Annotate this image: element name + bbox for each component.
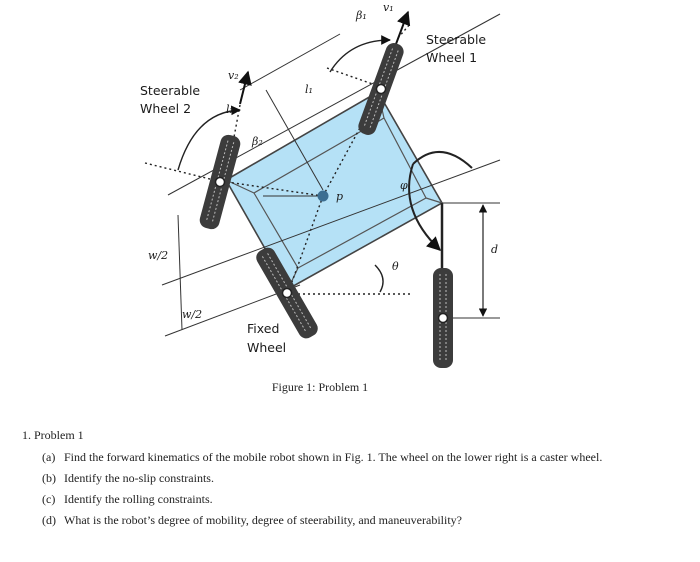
label-p: p: [336, 190, 343, 203]
problem-item: (b) Identify the no-slip constraints.: [42, 471, 652, 486]
label-steerable-wheel-2-line2: Wheel 2: [140, 101, 191, 116]
v1-arrow: [395, 10, 411, 45]
label-w2-lower: w/2: [182, 308, 202, 321]
problem-heading: 1. Problem 1: [22, 428, 84, 442]
phi-arc: [412, 150, 473, 169]
label-fixed-wheel-line1: Fixed: [247, 321, 279, 336]
item-mark: (d): [42, 513, 56, 527]
label-d: d: [491, 243, 498, 256]
dotted-line: [219, 180, 324, 197]
problem-list: (a) Find the forward kinematics of the m…: [22, 450, 652, 528]
body-edge: [425, 197, 443, 204]
robot-kinematics-figure: Steerable Wheel 1 Steerable Wheel 2 Fixe…: [140, 1, 501, 368]
phi-arc-2: [408, 163, 442, 251]
dimension-line: [265, 89, 324, 191]
label-phi: φ: [400, 179, 408, 192]
item-mark: (c): [42, 492, 56, 506]
dimension-line: [239, 33, 341, 91]
figure-caption: Figure 1: Problem 1: [271, 380, 369, 394]
fixed-wheel: [256, 247, 318, 339]
item-text: What is the robot’s degree of mobility, …: [64, 513, 462, 527]
dotted-line: [397, 23, 411, 39]
label-steerable-wheel-1-line2: Wheel 1: [426, 50, 477, 65]
label-theta: θ: [392, 260, 399, 273]
label-steerable-wheel-2-line1: Steerable: [140, 83, 200, 98]
item-mark: (b): [42, 471, 56, 485]
beta1-arc: [329, 35, 391, 73]
label-l1: l₁: [305, 83, 313, 96]
label-w2-upper: w/2: [148, 249, 168, 262]
steerable-wheel-1: [358, 43, 404, 135]
body-edge: [225, 179, 255, 194]
beta2-arc: [177, 105, 241, 171]
label-beta1: β₁: [355, 9, 367, 22]
label-l2: l₂: [226, 103, 234, 116]
theta-arc: [374, 264, 384, 293]
caster-wheel: [433, 268, 453, 368]
item-text: Identify the no-slip constraints.: [64, 471, 214, 485]
label-fixed-wheel-line2: Wheel: [247, 340, 286, 355]
label-v2: v₂: [228, 69, 239, 82]
problem-item: (d) What is the robot’s degree of mobili…: [42, 513, 652, 528]
problem-item: (c) Identify the rolling constraints.: [42, 492, 652, 507]
dotted-line: [144, 162, 219, 182]
point-p: [317, 190, 329, 202]
steerable-wheel-2: [199, 134, 241, 230]
label-v1: v₁: [383, 1, 394, 14]
problem-item: (a) Find the forward kinematics of the m…: [42, 450, 652, 465]
problem-section: 1. Problem 1 (a) Find the forward kinema…: [22, 428, 652, 534]
dimension-line: [161, 159, 501, 286]
dotted-line: [287, 195, 324, 294]
v2-arrow: [238, 70, 252, 105]
label-steerable-wheel-1-line1: Steerable: [426, 32, 486, 47]
item-text: Find the forward kinematics of the mobil…: [64, 450, 603, 464]
item-text: Identify the rolling constraints.: [64, 492, 213, 506]
label-beta2: β₂: [251, 135, 263, 148]
dimension-line: [177, 214, 183, 331]
item-mark: (a): [42, 450, 56, 464]
